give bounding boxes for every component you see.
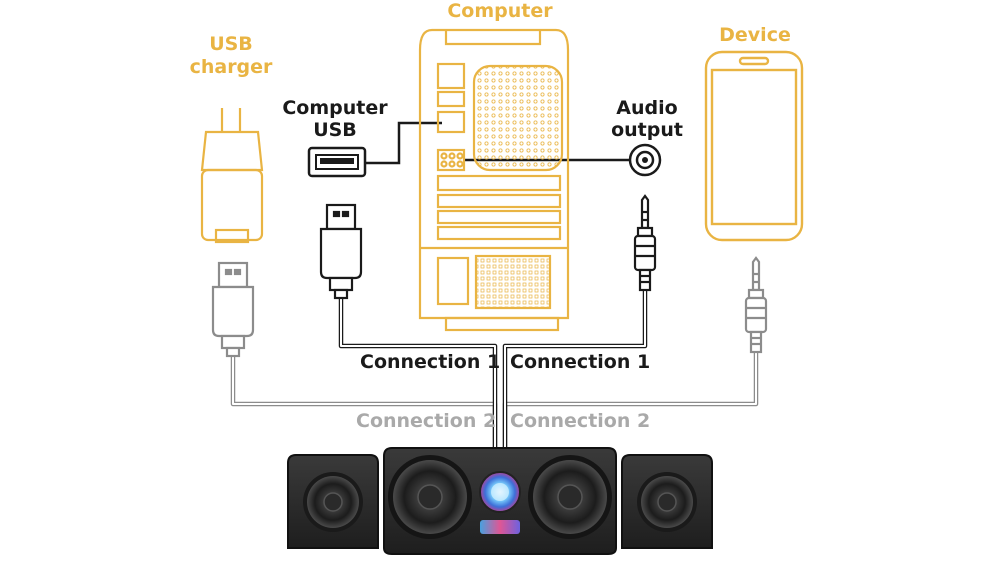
computer-tower-icon xyxy=(418,28,570,332)
device-label: Device xyxy=(719,24,791,46)
audio-output-label-line1: Audio xyxy=(616,97,678,119)
connection-1-label-left: Connection 1 xyxy=(360,351,501,373)
usb-charger-label-line1: USB xyxy=(209,33,253,55)
audio-jack-port-icon xyxy=(628,143,662,177)
connection-1-cables xyxy=(338,290,648,448)
usb-charger-icon xyxy=(200,108,264,244)
connection-2-label-left: Connection 2 xyxy=(356,410,497,432)
computer-usb-label-line2: USB xyxy=(313,119,357,141)
usb-port-icon xyxy=(307,146,367,178)
audio-plug-icon xyxy=(744,256,768,354)
usb-charger-label-line2: charger xyxy=(189,56,273,78)
smartphone-icon xyxy=(704,50,804,242)
usb-plug-icon xyxy=(319,203,363,300)
audio-output-label-line2: output xyxy=(611,119,683,141)
speaker-set-icon xyxy=(287,447,713,555)
connection-2-label-right: Connection 2 xyxy=(510,410,651,432)
usb-plug-icon xyxy=(211,261,255,358)
connection-1-label-right: Connection 1 xyxy=(510,351,651,373)
computer-usb-label-line1: Computer xyxy=(282,97,388,119)
computer-label: Computer xyxy=(447,0,553,22)
audio-plug-icon xyxy=(633,194,657,292)
